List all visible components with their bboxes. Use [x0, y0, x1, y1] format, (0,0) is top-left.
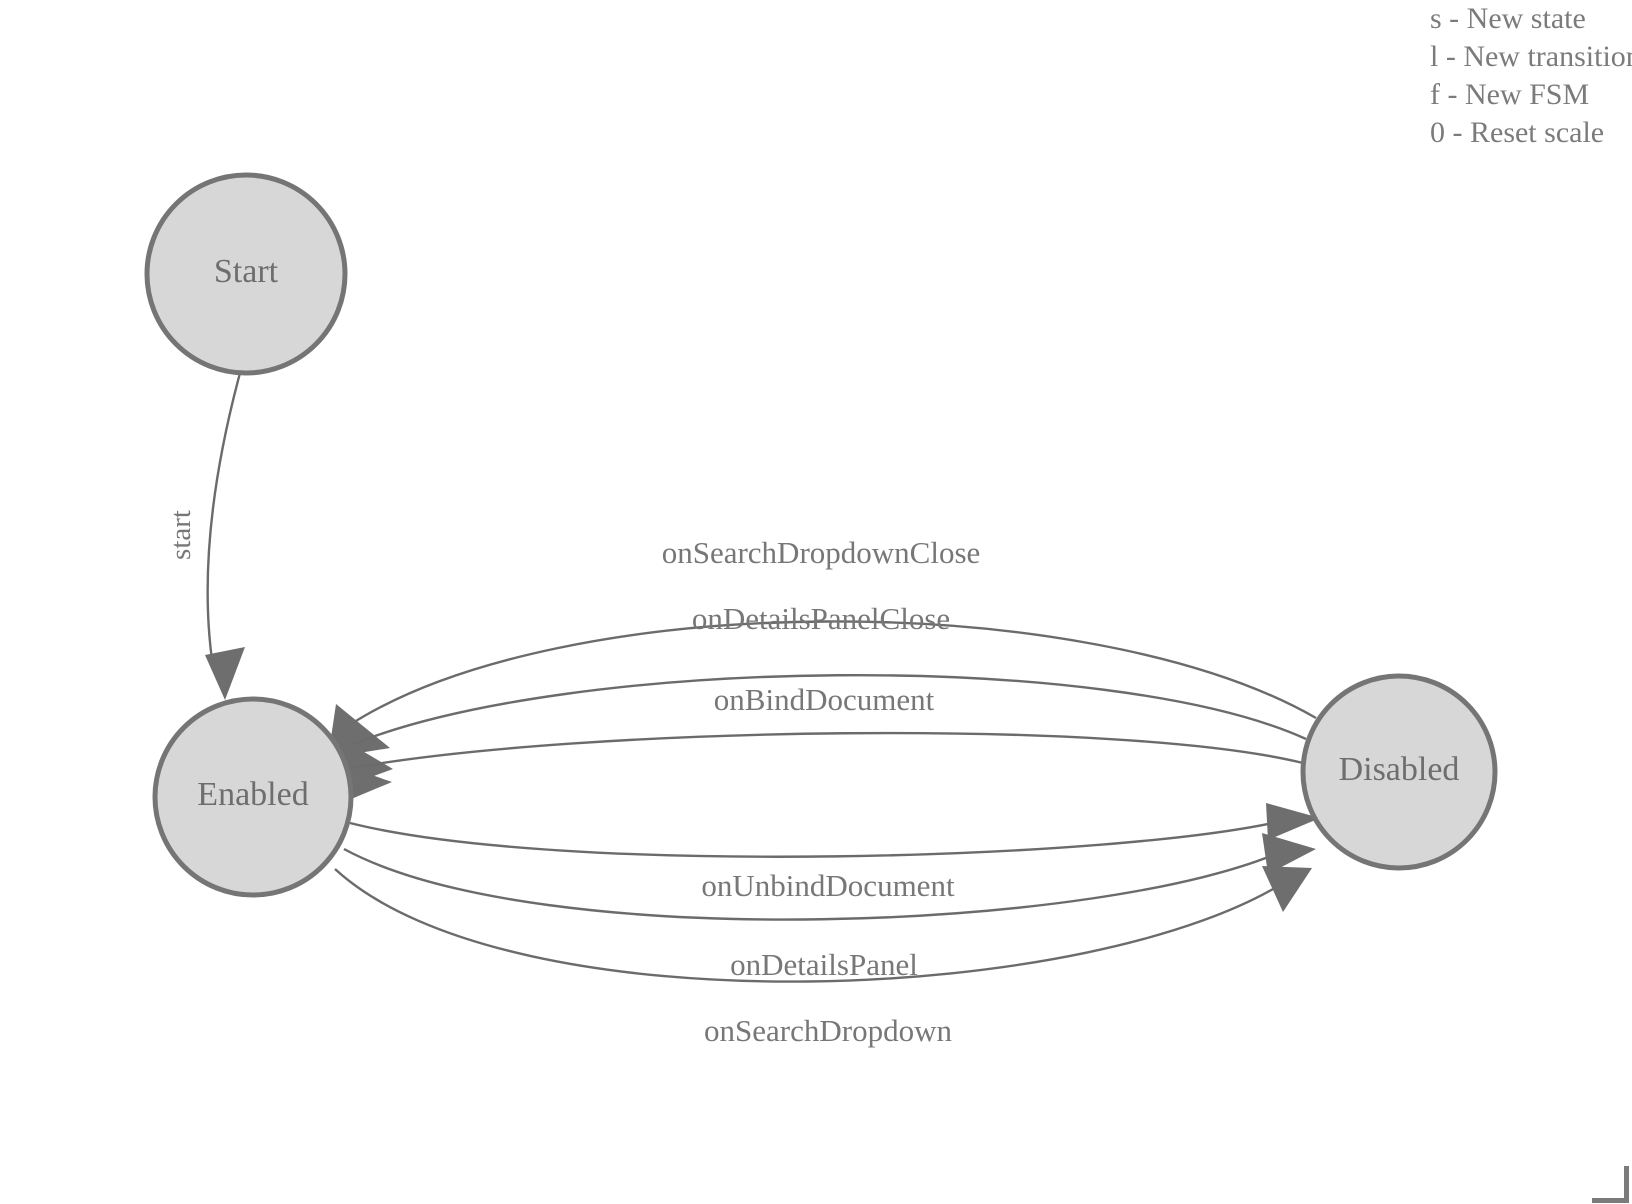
state-node-enabled-circle[interactable] — [152, 696, 354, 898]
transition-label-onSearchDropdown: onSearchDropdown — [704, 1013, 952, 1048]
transition-label-onSearchDropdownClose: onSearchDropdownClose — [662, 535, 981, 570]
transition-onDetailsPanel[interactable] — [343, 833, 1316, 921]
transition-onSearchDropdown-path[interactable] — [334, 868, 1292, 983]
transition-start[interactable] — [205, 372, 245, 700]
transition-onBindDocument-path[interactable] — [351, 731, 1304, 770]
resize-handle-corner[interactable] — [1592, 1166, 1629, 1203]
state-node-disabled[interactable]: Disabled — [1300, 673, 1498, 871]
transition-start-arrowhead — [205, 647, 245, 700]
transition-onDetailsPanelClose-path[interactable] — [350, 674, 1307, 747]
transition-onDetailsPanel-path[interactable] — [343, 847, 1286, 921]
transition-onUnbindDocument-arrowhead — [1266, 803, 1320, 840]
state-node-disabled-circle[interactable] — [1300, 673, 1498, 871]
transition-onBindDocument[interactable] — [340, 731, 1304, 802]
state-node-enabled-label: Enabled — [197, 776, 308, 813]
transition-onSearchDropdown-arrowhead — [1262, 866, 1312, 912]
state-node-start[interactable]: Start — [144, 172, 348, 376]
state-node-start-circle[interactable] — [144, 172, 348, 376]
state-node-start-label: Start — [214, 253, 279, 290]
transition-start-path[interactable] — [206, 372, 242, 661]
transition-onSearchDropdown[interactable] — [334, 866, 1312, 983]
transition-onUnbindDocument[interactable] — [349, 803, 1320, 858]
state-node-enabled[interactable]: Enabled — [152, 696, 354, 898]
transition-label-onDetailsPanel: onDetailsPanel — [730, 947, 918, 982]
state-node-disabled-label: Disabled — [1339, 751, 1460, 788]
transition-onDetailsPanel-arrowhead — [1262, 833, 1316, 874]
transition-label-start: start — [165, 510, 197, 560]
transition-label-onDetailsPanelClose: onDetailsPanelClose — [692, 601, 950, 636]
transition-onUnbindDocument-path[interactable] — [349, 818, 1287, 858]
transition-label-onBindDocument: onBindDocument — [714, 682, 935, 717]
transition-onSearchDropdownClose-path[interactable] — [347, 620, 1317, 728]
transition-label-onUnbindDocument: onUnbindDocument — [701, 868, 955, 903]
